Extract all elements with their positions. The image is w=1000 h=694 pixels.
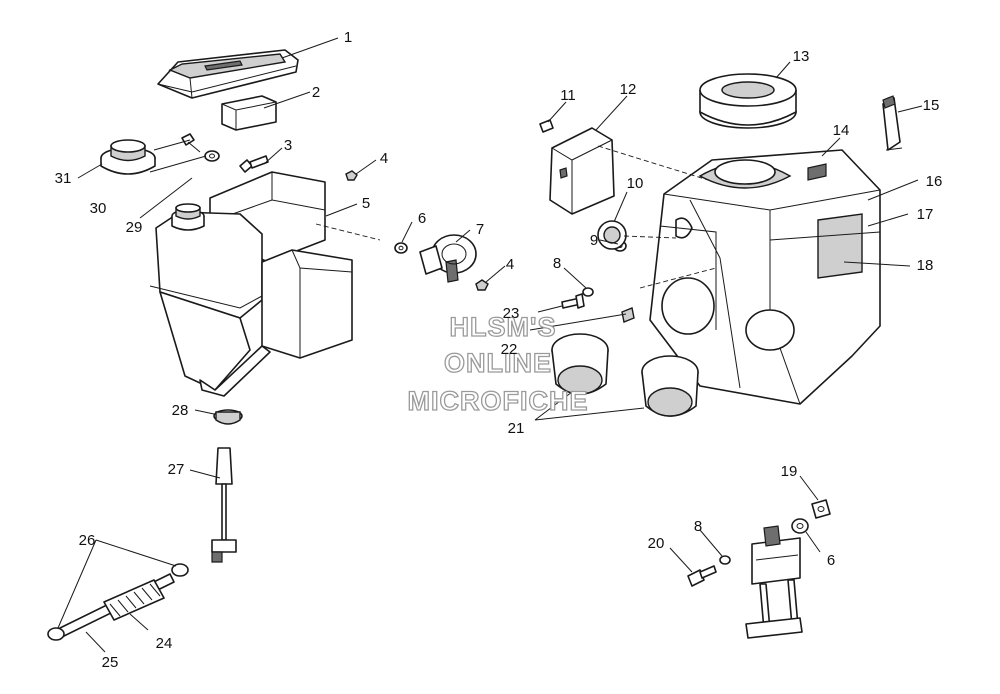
callout-25: 25: [102, 654, 119, 671]
part-21-boot-right: [641, 355, 699, 417]
callout-6-upper: 6: [418, 210, 426, 227]
part-10-seal: [597, 220, 627, 250]
part-4-nut-lower: [475, 279, 489, 291]
callout-29: 29: [126, 219, 143, 236]
part-19-bolt: [811, 499, 831, 519]
part-4-nut-upper: [345, 170, 358, 181]
part-26-clamp-left: [47, 627, 65, 641]
part-30-bolt: [181, 133, 201, 153]
callout-30: 30: [90, 200, 107, 217]
part-24-spring: [103, 579, 165, 621]
part-5-oil-tank: [149, 171, 353, 397]
part-31-cap: [100, 139, 156, 175]
part-7-pump: [419, 234, 477, 283]
callout-22: 22: [501, 341, 518, 358]
callout-4-upper: 4: [380, 150, 388, 167]
callout-23: 23: [503, 305, 520, 322]
leader-lines: [57, 37, 923, 653]
callout-5: 5: [362, 195, 370, 212]
watermark-line-2: ONLINE: [444, 348, 552, 378]
part-20-bolt: [687, 565, 717, 587]
callout-11: 11: [560, 87, 576, 104]
callout-24: 24: [156, 635, 173, 652]
part-28-grommet: [213, 409, 243, 425]
part-8-washer-lower: [719, 555, 731, 565]
watermark-line-3: MICROFICHE: [408, 386, 589, 416]
callout-8-lower: 8: [694, 518, 702, 535]
callout-8-center: 8: [553, 255, 561, 272]
part-11-screw: [539, 119, 554, 133]
callout-15: 15: [923, 97, 940, 114]
callout-3: 3: [284, 137, 292, 154]
callout-16: 16: [926, 173, 943, 190]
callout-31: 31: [55, 170, 72, 187]
part-23-bolt: [561, 293, 585, 309]
mount-bracket: [745, 525, 803, 639]
callout-6-lower: 6: [827, 552, 835, 569]
watermark: HLSM'S ONLINE MICROFICHE: [407, 311, 589, 416]
part-2-block: [221, 95, 277, 131]
callout-14: 14: [833, 122, 850, 139]
callout-2: 2: [312, 84, 320, 101]
part-8-washer-center: [582, 287, 594, 297]
part-15-clip: [882, 95, 903, 151]
part-12-bracket: [549, 127, 615, 215]
callout-17: 17: [917, 206, 934, 223]
part-3-bolt: [239, 155, 269, 173]
callout-12: 12: [620, 81, 637, 98]
callout-10: 10: [627, 175, 644, 192]
callout-4-lower: 4: [506, 256, 514, 273]
part-1-tank-cover: [157, 49, 299, 99]
part-13-filter: [699, 73, 797, 129]
callout-labels: 1 2 3 4 4 5 6 6 7 8 8 9 10 11 12 13 14 1…: [55, 29, 943, 671]
callout-27: 27: [168, 461, 185, 478]
part-29-washer: [204, 150, 220, 162]
assembly-lines: [315, 145, 717, 289]
callout-7: 7: [476, 221, 484, 238]
callout-26: 26: [79, 532, 96, 549]
part-6-washer-upper: [394, 242, 408, 254]
part-26-clamp-right: [171, 563, 189, 577]
callout-19: 19: [781, 463, 798, 480]
part-27-sensor: [211, 447, 237, 563]
callout-1: 1: [344, 29, 352, 46]
callout-20: 20: [648, 535, 665, 552]
part-22-screw: [621, 307, 635, 323]
part-21-boot-left: [551, 333, 609, 395]
callout-18: 18: [917, 257, 934, 274]
callout-28: 28: [172, 402, 189, 419]
callout-21: 21: [508, 420, 525, 437]
callout-13: 13: [793, 48, 810, 65]
callout-9: 9: [590, 232, 598, 249]
part-6-washer-lower: [791, 518, 809, 534]
watermark-line-1: HLSM'S: [450, 312, 557, 342]
